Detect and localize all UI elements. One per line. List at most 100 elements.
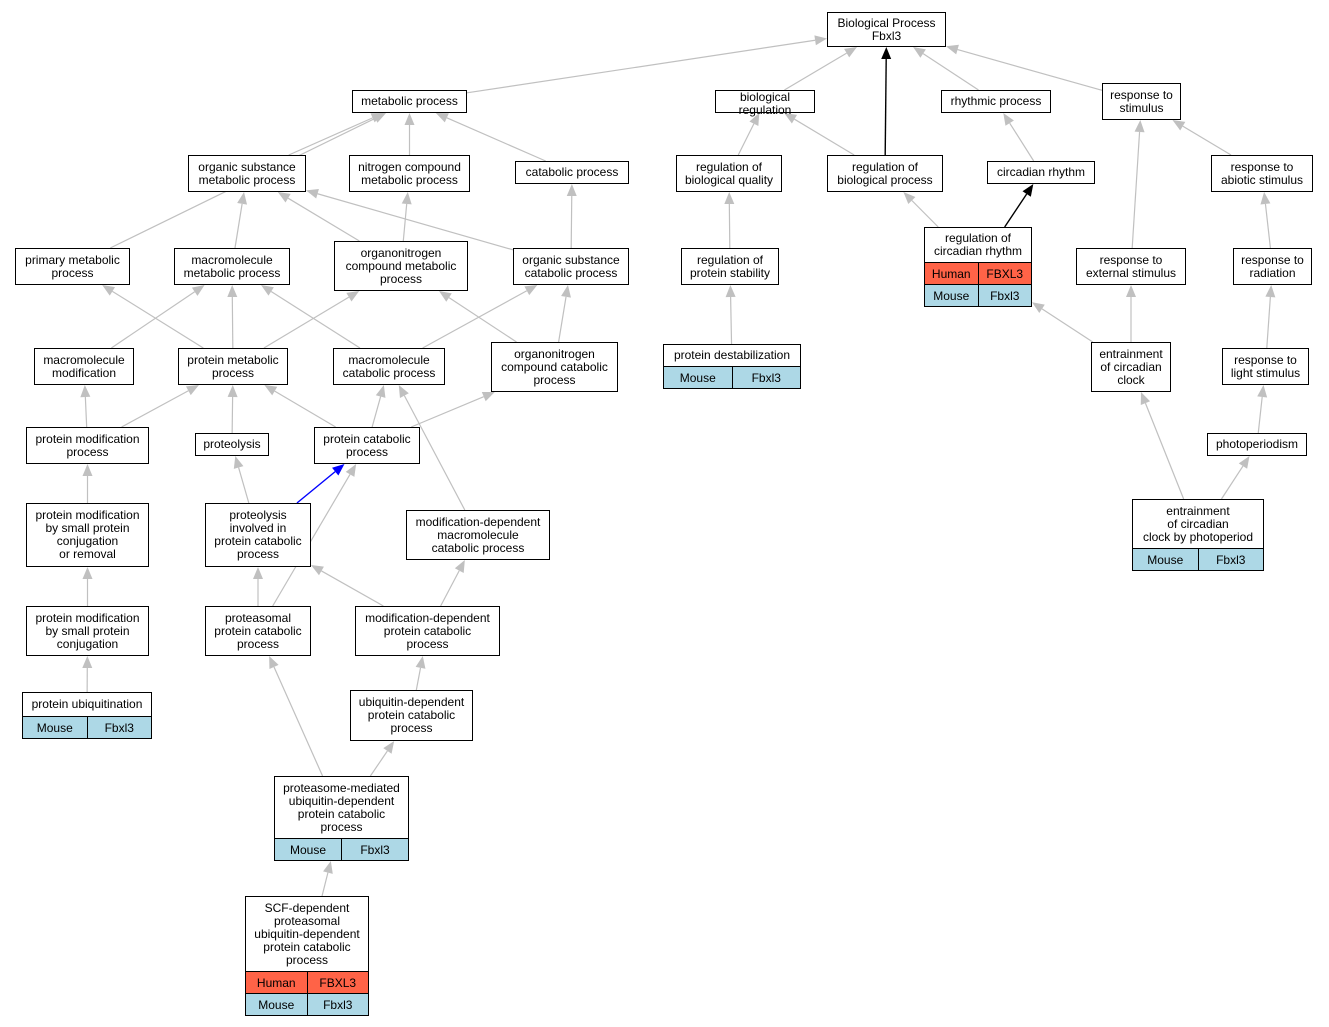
go-term-label: response to external stimulus bbox=[1085, 252, 1177, 280]
go-term-label: proteasome-mediated ubiquitin-dependent … bbox=[283, 780, 400, 834]
edge-line bbox=[410, 396, 484, 428]
go-term-label: ubiquitin-dependent protein catabolic pr… bbox=[358, 695, 465, 735]
edge-line bbox=[263, 296, 350, 349]
go-term-label: organonitrogen compound catabolic proces… bbox=[501, 346, 608, 387]
go-term-label: modification-dependent macromolecule cat… bbox=[415, 514, 541, 555]
go-term-node[interactable]: response to radiation bbox=[1233, 248, 1312, 285]
go-term-node[interactable]: regulation of biological process bbox=[827, 155, 943, 192]
go-term-node[interactable]: organic substance metabolic process bbox=[188, 155, 306, 192]
go-term-node[interactable]: rhythmic process bbox=[941, 90, 1051, 113]
go-term-node[interactable]: regulation of biological quality bbox=[676, 155, 782, 192]
edge-arrowhead bbox=[784, 113, 798, 124]
go-term-node[interactable]: SCF-dependent proteasomal ubiquitin-depe… bbox=[245, 896, 369, 1016]
go-term-node[interactable]: response to external stimulus bbox=[1076, 248, 1186, 285]
go-term-label: entrainment of circadian clock by photop… bbox=[1142, 503, 1254, 544]
go-term-label: proteasomal protein catabolic process bbox=[214, 610, 302, 651]
edge-arrowhead bbox=[185, 385, 199, 396]
go-term-label: protein ubiquitination bbox=[31, 697, 143, 711]
go-term-node[interactable]: macromolecule modification bbox=[34, 348, 134, 385]
go-term-label: regulation of biological process bbox=[837, 159, 933, 187]
go-term-label: proteolysis involved in protein cataboli… bbox=[214, 508, 302, 561]
edge-arrowhead bbox=[102, 285, 116, 296]
edge-arrowhead bbox=[415, 656, 426, 669]
go-term-node[interactable]: response to abiotic stimulus bbox=[1211, 155, 1313, 192]
go-term-label: protein catabolic process bbox=[323, 431, 411, 459]
go-term-node[interactable]: macromolecule catabolic process bbox=[333, 348, 445, 385]
go-term-node[interactable]: regulation of protein stability bbox=[681, 248, 779, 285]
go-term-label: protein modification by small protein co… bbox=[35, 508, 140, 561]
go-term-node[interactable]: proteolysis bbox=[195, 433, 269, 456]
go-term-node[interactable]: entrainment of circadian clock by photop… bbox=[1132, 499, 1264, 571]
go-term-node[interactable]: protein metabolic process bbox=[178, 348, 288, 385]
edge-arrowhead bbox=[401, 192, 412, 205]
edge-line bbox=[288, 117, 373, 156]
edge-arrowhead bbox=[1257, 385, 1268, 398]
go-term-node[interactable]: circadian rhythm bbox=[987, 161, 1095, 184]
edge-arrowhead bbox=[306, 188, 319, 199]
go-term-node[interactable]: Biological Process Fbxl3 bbox=[827, 12, 946, 47]
edge-arrowhead bbox=[383, 741, 395, 754]
go-term-label: organic substance metabolic process bbox=[198, 159, 296, 187]
go-term-label: nitrogen compound metabolic process bbox=[358, 159, 461, 187]
go-term-node[interactable]: protein modification process bbox=[26, 427, 149, 464]
edge-arrowhead bbox=[435, 113, 449, 123]
organism-cell: Mouse bbox=[289, 842, 327, 857]
go-term-node[interactable]: organonitrogen compound catabolic proces… bbox=[491, 342, 618, 392]
go-term-node[interactable]: protein modification by small protein co… bbox=[26, 606, 149, 656]
go-term-node[interactable]: organic substance catabolic process bbox=[513, 248, 629, 285]
edge-line bbox=[1009, 122, 1035, 162]
go-term-node[interactable]: entrainment of circadian clock bbox=[1091, 342, 1171, 392]
go-term-label: regulation of circadian rhythm bbox=[933, 231, 1023, 258]
go-term-node[interactable]: biological regulation bbox=[715, 90, 815, 117]
go-term-node[interactable]: response to light stimulus bbox=[1222, 348, 1309, 385]
organism-cell: Human bbox=[256, 975, 296, 990]
go-term-node[interactable]: metabolic process bbox=[352, 90, 467, 113]
go-term-node[interactable]: catabolic process bbox=[515, 161, 629, 184]
go-term-node[interactable]: modification-dependent protein catabolic… bbox=[355, 606, 500, 656]
edge-arrowhead bbox=[227, 285, 238, 298]
edge-arrowhead bbox=[82, 464, 93, 476]
go-term-label: photoperiodism bbox=[1215, 437, 1299, 451]
go-term-node[interactable]: ubiquitin-dependent protein catabolic pr… bbox=[350, 690, 473, 741]
edge-arrowhead bbox=[481, 392, 495, 402]
edge-arrowhead bbox=[346, 291, 360, 302]
edge-arrowhead bbox=[253, 567, 263, 579]
go-term-label: protein modification process bbox=[35, 431, 140, 459]
edge-line bbox=[402, 203, 408, 242]
edge-line bbox=[296, 471, 336, 504]
edge-line bbox=[911, 200, 939, 228]
edge-arrowhead bbox=[1022, 184, 1034, 197]
go-term-node[interactable]: nitrogen compound metabolic process bbox=[349, 155, 470, 192]
edge-line bbox=[466, 39, 816, 94]
edge-arrowhead bbox=[814, 35, 827, 46]
edge-arrowhead bbox=[903, 192, 916, 205]
gene-symbol-cell: Fbxl3 bbox=[1197, 549, 1264, 570]
edge-line bbox=[730, 296, 733, 345]
edge-line bbox=[1144, 402, 1185, 500]
edge-arrowhead bbox=[1003, 113, 1014, 126]
go-term-node[interactable]: proteasomal protein catabolic process bbox=[205, 606, 311, 656]
go-term-node[interactable]: protein catabolic process bbox=[314, 427, 420, 464]
go-term-node[interactable]: proteolysis involved in protein cataboli… bbox=[205, 503, 311, 567]
go-term-node[interactable]: organonitrogen compound metabolic proces… bbox=[334, 241, 468, 291]
go-term-node[interactable]: photoperiodism bbox=[1207, 433, 1307, 456]
go-term-node[interactable]: primary metabolic process bbox=[15, 248, 130, 285]
go-term-label: response to radiation bbox=[1241, 252, 1304, 280]
edge-arrowhead bbox=[227, 385, 238, 398]
go-term-node[interactable]: protein modification by small protein co… bbox=[26, 503, 149, 567]
edge-line bbox=[231, 296, 234, 349]
go-term-node[interactable]: response to stimulus bbox=[1102, 83, 1181, 120]
edge-line bbox=[1264, 203, 1272, 249]
go-term-label: proteolysis bbox=[203, 437, 261, 451]
go-term-node[interactable]: proteasome-mediated ubiquitin-dependent … bbox=[274, 776, 409, 861]
go-term-node[interactable]: macromolecule metabolic process bbox=[174, 248, 290, 285]
go-term-node[interactable]: modification-dependent macromolecule cat… bbox=[406, 510, 550, 560]
edge-line bbox=[403, 395, 466, 511]
edge-line bbox=[1041, 308, 1094, 343]
